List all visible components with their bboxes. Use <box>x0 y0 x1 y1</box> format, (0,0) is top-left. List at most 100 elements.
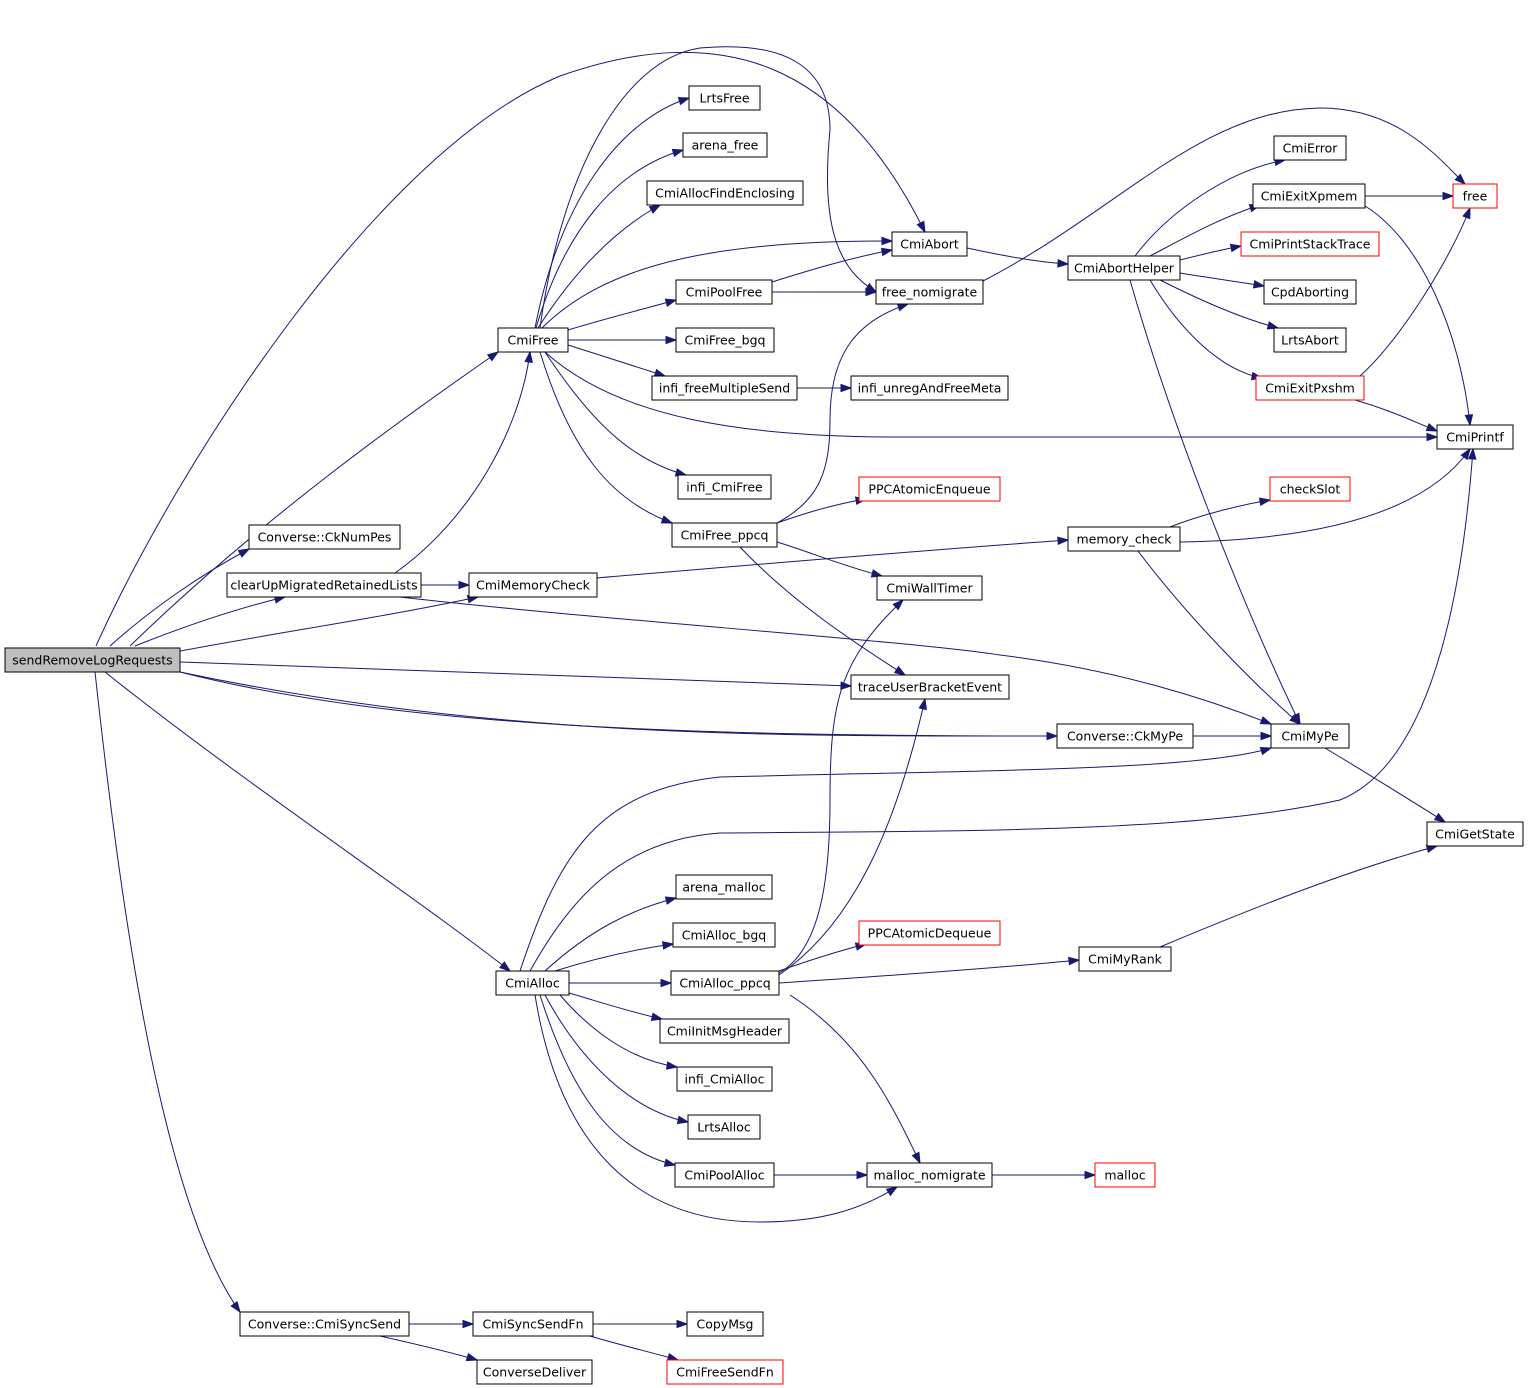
node-box[interactable] <box>682 132 768 158</box>
node-box[interactable] <box>675 874 773 900</box>
node-cmi-init-msg-header[interactable]: CmiInitMsgHeader <box>659 1018 790 1044</box>
node-cmi-abort-helper[interactable]: CmiAbortHelper <box>1067 255 1181 281</box>
node-infi-unreg-and-free-meta[interactable]: infi_unregAndFreeMeta <box>850 375 1009 401</box>
node-cmi-free-ppcq[interactable]: CmiFree_ppcq <box>671 522 778 548</box>
node-box[interactable] <box>1263 279 1357 305</box>
node-cmi-memory-check[interactable]: CmiMemoryCheck <box>468 572 598 598</box>
node-box[interactable] <box>670 970 780 996</box>
node-box[interactable] <box>239 1311 410 1337</box>
node-cmi-exit-pxshm[interactable]: CmiExitPxshm <box>1255 375 1365 401</box>
node-box[interactable] <box>675 279 773 305</box>
node-infi-free-multiple-send[interactable]: infi_freeMultipleSend <box>651 375 798 401</box>
node-cmi-my-rank[interactable]: CmiMyRank <box>1078 946 1172 972</box>
node-lrts-alloc[interactable]: LrtsAlloc <box>687 1114 761 1140</box>
node-box[interactable] <box>876 575 983 601</box>
node-box[interactable] <box>1255 375 1365 401</box>
node-send-remove-log-requests[interactable]: sendRemoveLogRequests <box>4 647 181 673</box>
node-box[interactable] <box>1270 723 1350 749</box>
node-box[interactable] <box>646 180 804 206</box>
node-cmi-sync-send-fn[interactable]: CmiSyncSendFn <box>472 1311 594 1337</box>
node-box[interactable] <box>468 572 598 598</box>
node-malloc-nomigrate[interactable]: malloc_nomigrate <box>866 1162 993 1188</box>
node-cmi-get-state[interactable]: CmiGetState <box>1426 821 1524 847</box>
node-cmi-pool-alloc[interactable]: CmiPoolAlloc <box>674 1162 775 1188</box>
node-box[interactable] <box>688 85 761 111</box>
node-cmi-free[interactable]: CmiFree <box>497 327 569 353</box>
node-cmi-alloc-ppcq[interactable]: CmiAlloc_ppcq <box>670 970 780 996</box>
node-cmi-alloc[interactable]: CmiAlloc <box>495 970 570 996</box>
node-box[interactable] <box>1056 723 1194 749</box>
node-box[interactable] <box>1436 424 1514 450</box>
node-box[interactable] <box>674 1162 775 1188</box>
node-cmi-alloc-find-enclosing[interactable]: CmiAllocFindEnclosing <box>646 180 804 206</box>
node-box[interactable] <box>497 327 569 353</box>
node-arena-malloc[interactable]: arena_malloc <box>675 874 773 900</box>
node-cmi-my-pe[interactable]: CmiMyPe <box>1270 723 1350 749</box>
node-box[interactable] <box>875 279 984 305</box>
node-check-slot[interactable]: checkSlot <box>1269 476 1351 502</box>
node-box[interactable] <box>858 920 1001 946</box>
node-box[interactable] <box>686 1311 764 1337</box>
node-box[interactable] <box>850 375 1009 401</box>
node-box[interactable] <box>1269 476 1351 502</box>
node-converse-ck-num-pes[interactable]: Converse::CkNumPes <box>248 524 401 550</box>
node-box[interactable] <box>1273 135 1347 161</box>
node-box[interactable] <box>675 327 775 353</box>
node-free-nomigrate[interactable]: free_nomigrate <box>875 279 984 305</box>
node-box[interactable] <box>1240 231 1380 257</box>
node-cpd-aborting[interactable]: CpdAborting <box>1263 279 1357 305</box>
node-box[interactable] <box>495 970 570 996</box>
node-cmi-error[interactable]: CmiError <box>1273 135 1347 161</box>
node-box[interactable] <box>676 1066 773 1092</box>
node-memory-check[interactable]: memory_check <box>1067 526 1181 552</box>
node-cmi-printf[interactable]: CmiPrintf <box>1436 424 1514 450</box>
node-box[interactable] <box>472 1311 594 1337</box>
node-clear-up-migrated-retained-lists[interactable]: clearUpMigratedRetainedLists <box>226 572 422 598</box>
node-infi-cmi-alloc[interactable]: infi_CmiAlloc <box>676 1066 773 1092</box>
node-box[interactable] <box>666 1359 784 1385</box>
node-cmi-alloc-bgq[interactable]: CmiAlloc_bgq <box>672 922 776 948</box>
node-arena-free[interactable]: arena_free <box>682 132 768 158</box>
node-box[interactable] <box>858 476 1001 502</box>
node-ppcatomic-dequeue[interactable]: PPCAtomicDequeue <box>858 920 1001 946</box>
node-box[interactable] <box>677 474 772 500</box>
node-cmi-wall-timer[interactable]: CmiWallTimer <box>876 575 983 601</box>
node-ppcatomic-enqueue[interactable]: PPCAtomicEnqueue <box>858 476 1001 502</box>
node-cmi-exit-xpmem[interactable]: CmiExitXpmem <box>1252 183 1366 209</box>
node-box[interactable] <box>1067 255 1181 281</box>
node-box[interactable] <box>1452 183 1498 209</box>
node-converse-deliver[interactable]: ConverseDeliver <box>476 1359 593 1385</box>
node-box[interactable] <box>671 522 778 548</box>
node-converse-ck-my-pe[interactable]: Converse::CkMyPe <box>1056 723 1194 749</box>
node-box[interactable] <box>248 524 401 550</box>
node-box[interactable] <box>850 674 1010 700</box>
node-box[interactable] <box>687 1114 761 1140</box>
node-malloc[interactable]: malloc <box>1094 1162 1156 1188</box>
node-cmi-free-bgq[interactable]: CmiFree_bgq <box>675 327 775 353</box>
node-free[interactable]: free <box>1452 183 1498 209</box>
node-cmi-print-stack-trace[interactable]: CmiPrintStackTrace <box>1240 231 1380 257</box>
node-cmi-pool-free[interactable]: CmiPoolFree <box>675 279 773 305</box>
node-trace-user-bracket-event[interactable]: traceUserBracketEvent <box>850 674 1010 700</box>
node-box[interactable] <box>1252 183 1366 209</box>
node-box[interactable] <box>1094 1162 1156 1188</box>
node-copy-msg[interactable]: CopyMsg <box>686 1311 764 1337</box>
node-cmi-free-send-fn[interactable]: CmiFreeSendFn <box>666 1359 784 1385</box>
node-box[interactable] <box>659 1018 790 1044</box>
node-box[interactable] <box>891 231 968 257</box>
node-cmi-abort[interactable]: CmiAbort <box>891 231 968 257</box>
node-box[interactable] <box>1273 327 1347 353</box>
node-lrts-abort[interactable]: LrtsAbort <box>1273 327 1347 353</box>
node-box[interactable] <box>672 922 776 948</box>
node-box[interactable] <box>4 647 181 673</box>
node-box[interactable] <box>651 375 798 401</box>
node-lrts-free[interactable]: LrtsFree <box>688 85 761 111</box>
node-box[interactable] <box>1426 821 1524 847</box>
node-box[interactable] <box>1067 526 1181 552</box>
node-box[interactable] <box>1078 946 1172 972</box>
node-box[interactable] <box>226 572 422 598</box>
node-box[interactable] <box>866 1162 993 1188</box>
node-box[interactable] <box>476 1359 593 1385</box>
node-converse-cmi-sync-send[interactable]: Converse::CmiSyncSend <box>239 1311 410 1337</box>
node-infi-cmi-free[interactable]: infi_CmiFree <box>677 474 772 500</box>
